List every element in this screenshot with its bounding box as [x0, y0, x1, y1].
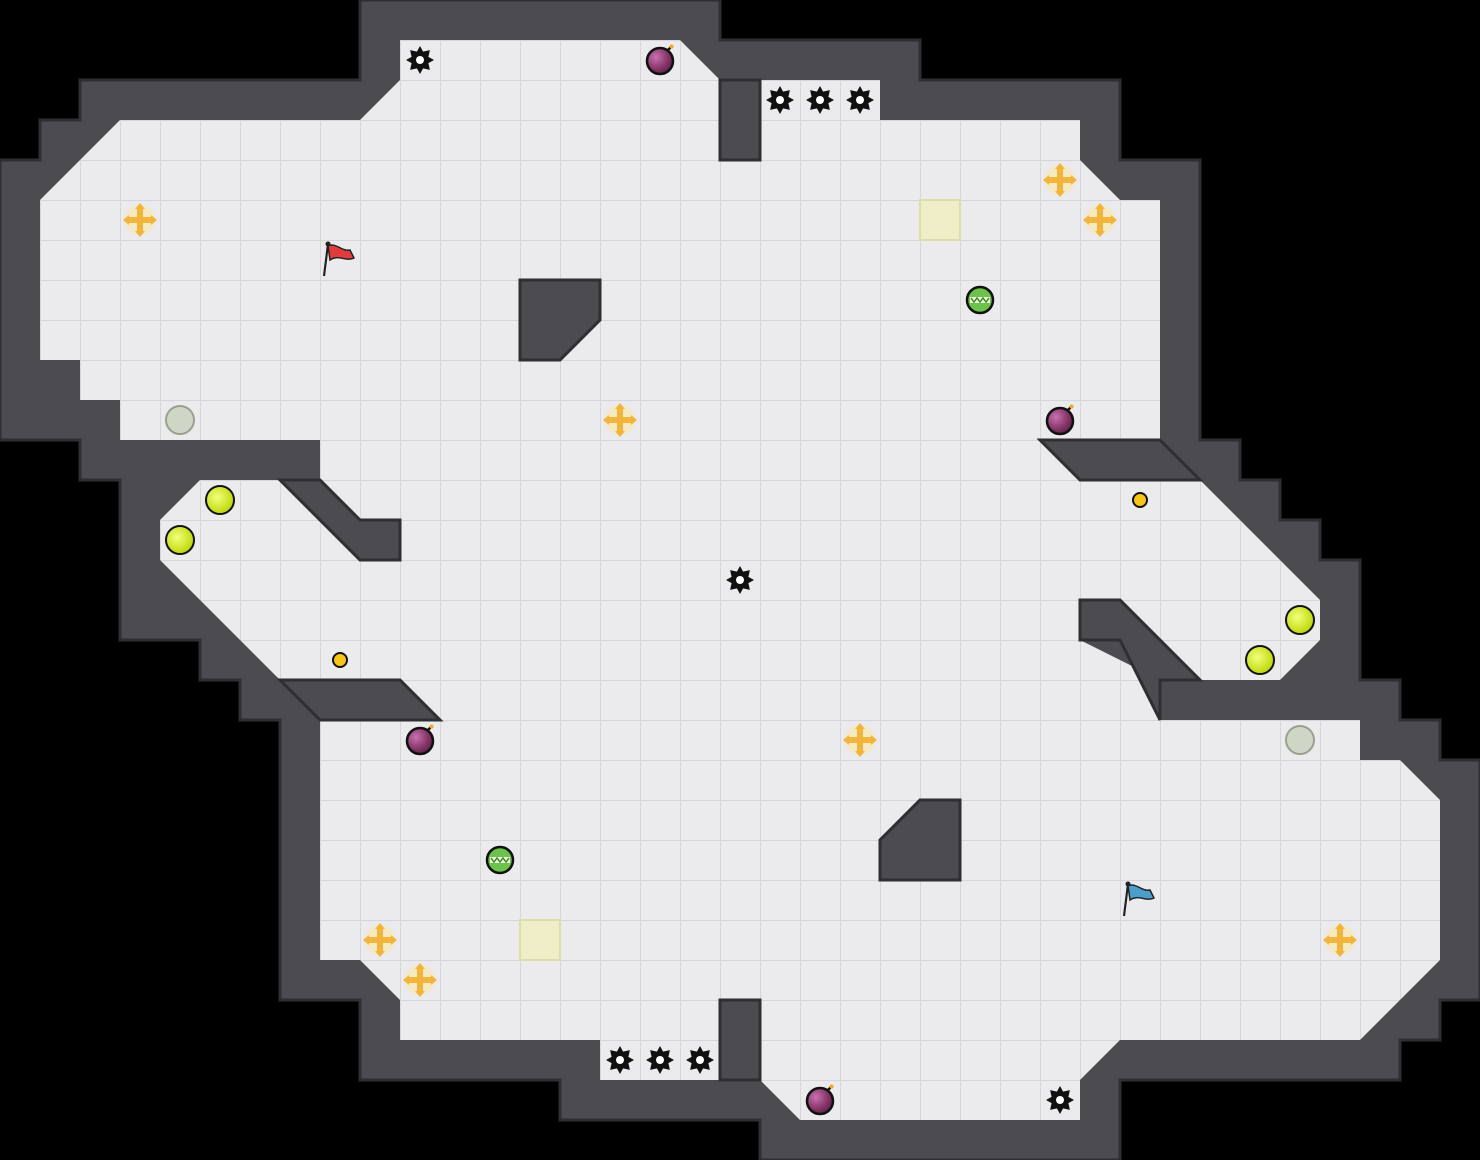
spike-icon	[1046, 1086, 1074, 1114]
spike-icon	[406, 46, 434, 74]
portal-inactive-icon	[1285, 725, 1315, 755]
obstacle-block-bottom	[878, 798, 962, 882]
team-boost-icon	[1245, 645, 1275, 675]
powerup-icon	[485, 845, 515, 875]
button-icon	[332, 652, 348, 668]
button-icon	[1132, 492, 1148, 508]
spike-icon	[766, 86, 794, 114]
wall-ledge-mid-right	[1036, 438, 1204, 482]
spike-icon	[806, 86, 834, 114]
portal-inactive-icon	[165, 405, 195, 435]
wall-spur-bottom	[718, 998, 762, 1082]
wall-spur-top	[718, 78, 762, 162]
spike-icon	[726, 566, 754, 594]
wall-ledge-left	[276, 478, 402, 562]
team-boost-icon	[1285, 605, 1315, 635]
spike-icon	[646, 1046, 674, 1074]
spike-icon	[846, 86, 874, 114]
spike-icon	[606, 1046, 634, 1074]
obstacle-block-top	[518, 278, 602, 362]
gate-tile	[919, 199, 961, 241]
team-boost-icon	[165, 525, 195, 555]
wall-ledge-mid-left	[276, 678, 444, 722]
wall-ledge-right	[1078, 598, 1204, 721]
spike-icon	[686, 1046, 714, 1074]
powerup-icon	[965, 285, 995, 315]
team-boost-icon	[205, 485, 235, 515]
gate-tile	[519, 919, 561, 961]
